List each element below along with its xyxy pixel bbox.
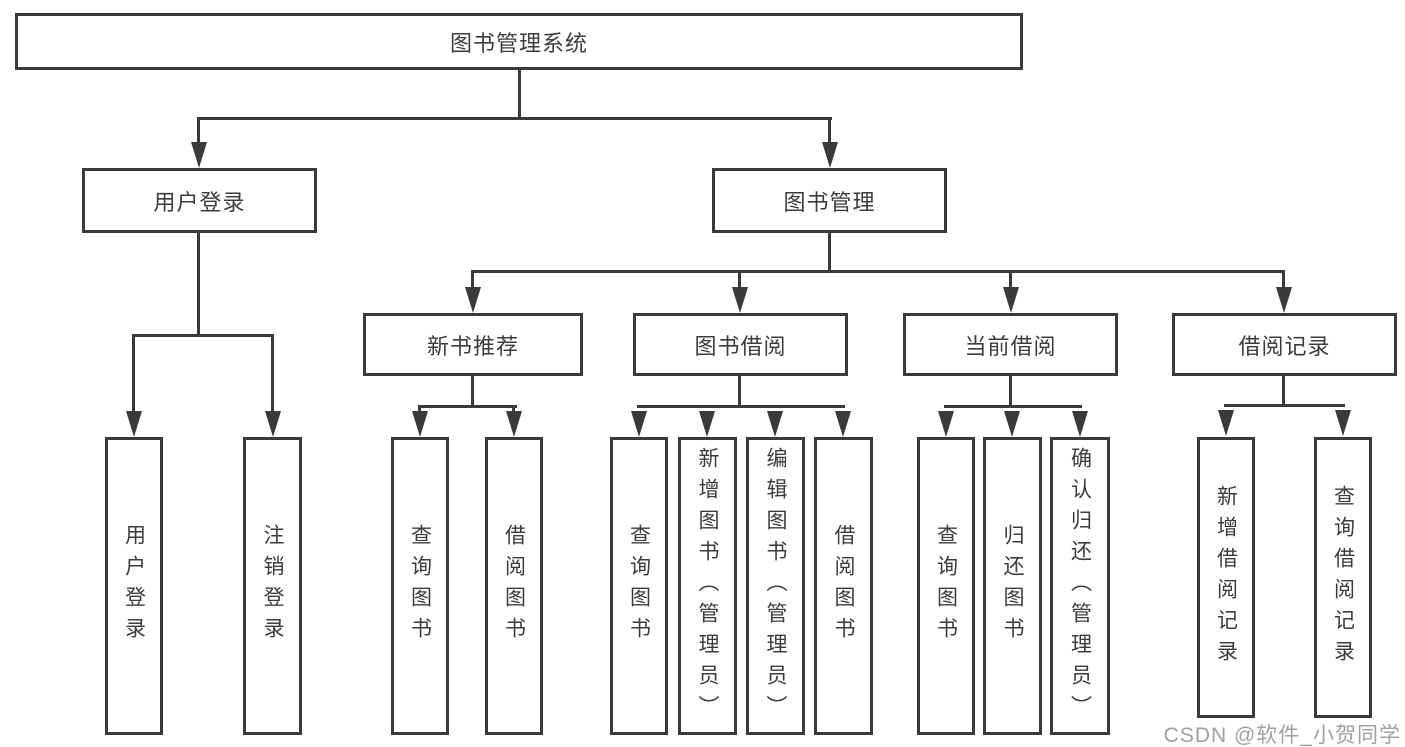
connector-borrow-record-stem [1282, 376, 1285, 407]
arrow-down-icon [265, 411, 281, 437]
connector-book-borrow-bar [637, 405, 845, 408]
leaf-br-add-record: 新增借阅记录 [1197, 437, 1255, 718]
connector-current-borrow-bar [944, 405, 1082, 408]
leaf-cb-query-books: 查询图书 [917, 437, 975, 735]
arrow-down-icon [732, 287, 748, 313]
leaf-bb-query-books: 查询图书 [610, 437, 668, 735]
arrow-down-icon [1003, 287, 1019, 313]
connector-user-login-bar [132, 334, 274, 337]
node-book-mgmt: 图书管理 [712, 168, 947, 233]
connector-to-current-borrow [1009, 270, 1012, 292]
connector-to-leaf [132, 334, 135, 414]
arrow-down-icon [1072, 411, 1088, 437]
leaf-user-login: 用户登录 [105, 437, 163, 735]
node-root: 图书管理系统 [15, 13, 1023, 70]
arrow-down-icon [1218, 410, 1234, 436]
arrow-down-icon [1004, 411, 1020, 437]
arrow-down-icon [822, 142, 838, 168]
connector-to-leaf [271, 334, 274, 414]
arrow-down-icon [767, 411, 783, 437]
connector-book-mgmt-stem [828, 233, 831, 273]
leaf-bb-borrow-books: 借阅图书 [814, 437, 873, 735]
arrow-down-icon [465, 287, 481, 313]
connector-to-new-book-rec [471, 270, 474, 292]
connector-to-book-borrow [738, 270, 741, 292]
arrow-down-icon [126, 411, 142, 437]
connector-new-book-rec-stem [471, 376, 474, 408]
connector-to-book-mgmt [828, 117, 831, 147]
connector-current-borrow-stem [1009, 376, 1012, 408]
leaf-bb-add-books: 新增图书（管理员） [678, 437, 737, 735]
connector-to-borrow-record [1282, 270, 1285, 292]
connector-to-leaf [418, 405, 421, 415]
arrow-down-icon [506, 411, 522, 437]
connector-to-user-login [197, 117, 200, 147]
connector-book-borrow-stem [738, 376, 741, 408]
connector-new-book-rec-bar [418, 405, 517, 408]
connector-user-login-stem [197, 233, 200, 337]
arrow-down-icon [631, 411, 647, 437]
leaf-cb-return-books: 归还图书 [983, 437, 1042, 735]
leaf-rec-borrow-books: 借阅图书 [485, 437, 543, 735]
arrow-down-icon [938, 411, 954, 437]
connector-borrow-record-bar [1224, 404, 1345, 407]
node-borrow-record: 借阅记录 [1172, 313, 1397, 376]
arrow-down-icon [835, 411, 851, 437]
connector-book-mgmt-bar [471, 270, 1285, 273]
connector-root-stem [518, 69, 521, 120]
leaf-bb-edit-books: 编辑图书（管理员） [746, 437, 805, 735]
leaf-logout: 注销登录 [243, 437, 302, 735]
arrow-down-icon [699, 411, 715, 437]
arrow-down-icon [1335, 410, 1351, 436]
arrow-down-icon [191, 142, 207, 168]
node-book-borrow: 图书借阅 [633, 313, 848, 376]
leaf-cb-confirm-return: 确认归还（管理员） [1050, 437, 1110, 735]
connector-root-bar [197, 117, 832, 120]
arrow-down-icon [1276, 287, 1292, 313]
node-new-book-rec: 新书推荐 [363, 313, 583, 376]
leaf-br-query-record: 查询借阅记录 [1314, 437, 1372, 718]
connector-to-leaf [512, 405, 515, 415]
arrow-down-icon [412, 411, 428, 437]
node-current-borrow: 当前借阅 [903, 313, 1118, 376]
leaf-rec-query-books: 查询图书 [391, 437, 449, 735]
node-user-login: 用户登录 [82, 168, 317, 233]
watermark: CSDN @软件_小贺同学 [1163, 724, 1401, 747]
